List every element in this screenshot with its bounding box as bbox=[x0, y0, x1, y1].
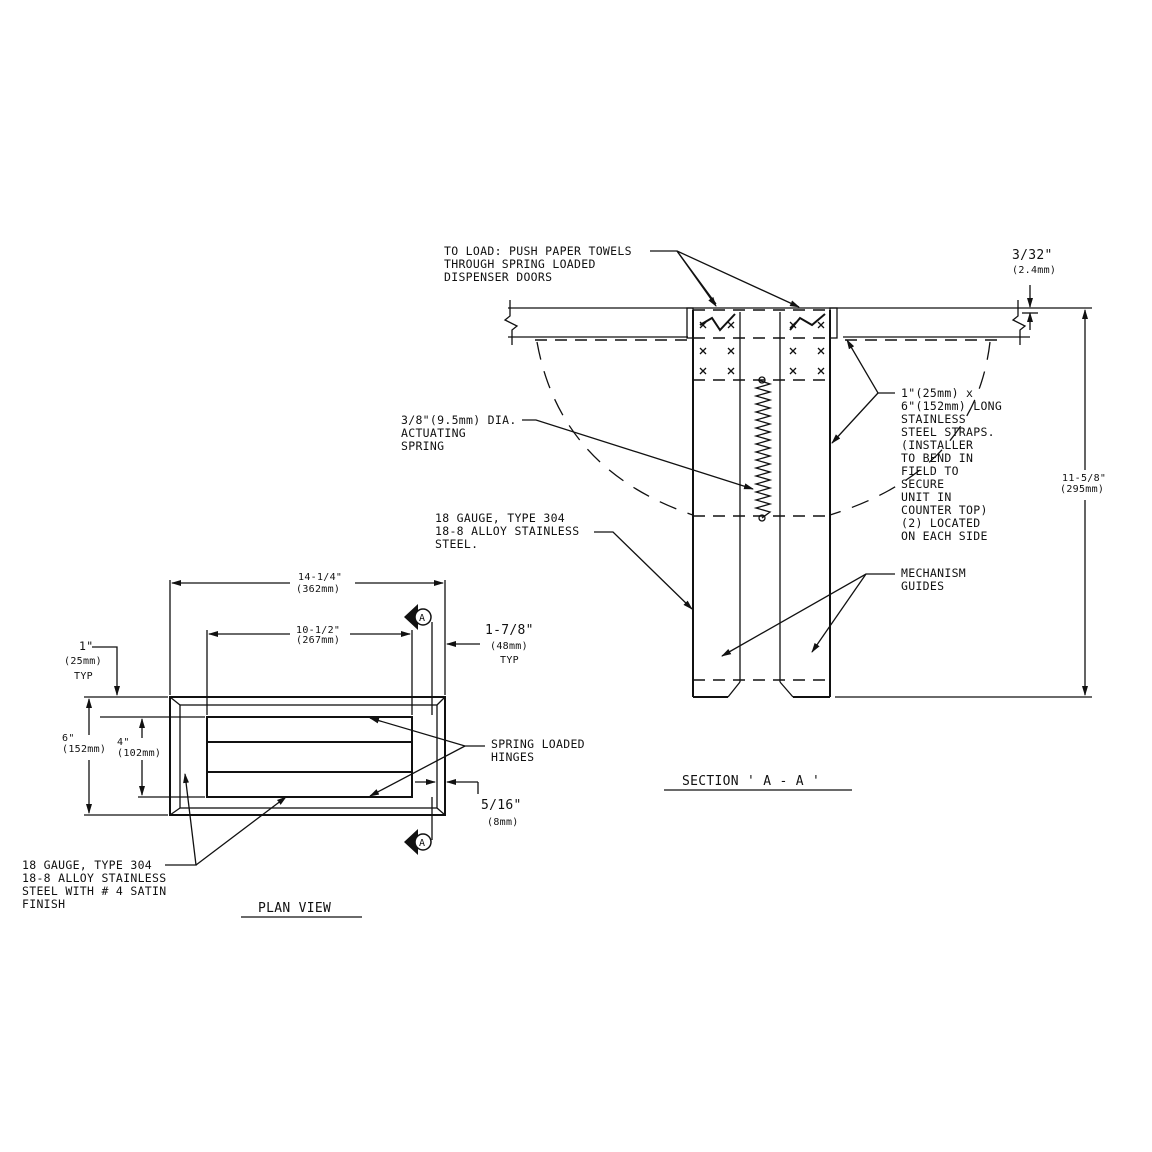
svg-text:STEEL STRAPS.: STEEL STRAPS. bbox=[901, 425, 995, 439]
side-dim-mm: (48mm) bbox=[490, 641, 528, 652]
plan-material-line-3: STEEL WITH # 4 SATIN bbox=[22, 884, 166, 898]
hinges-note-line-1: SPRING LOADED bbox=[491, 737, 585, 751]
actuating-spring bbox=[753, 379, 773, 519]
edge-dim-mm: (8mm) bbox=[487, 817, 519, 828]
section-material-line-3: STEEL. bbox=[435, 537, 478, 551]
plan-height-inch: 6" bbox=[62, 733, 75, 744]
height-dim-mm: (295mm) bbox=[1060, 484, 1104, 495]
section-cut-marker-bottom: A bbox=[404, 797, 433, 855]
plan-material-line-4: FINISH bbox=[22, 897, 65, 911]
load-note-line-1: TO LOAD: PUSH PAPER TOWELS bbox=[444, 244, 632, 258]
fill-hatch bbox=[699, 321, 825, 375]
svg-text:UNIT IN: UNIT IN bbox=[901, 490, 952, 504]
plan-opening-width-mm: (267mm) bbox=[296, 635, 340, 646]
svg-text:A: A bbox=[419, 838, 425, 849]
plan-opening bbox=[206, 716, 413, 798]
spring-note-line-1: 3/8"(9.5mm) DIA. bbox=[401, 413, 517, 427]
guides-note-line-2: GUIDES bbox=[901, 579, 944, 593]
door-swing-arc-right bbox=[829, 341, 991, 516]
door-swing-arc-left bbox=[536, 341, 694, 516]
counter-top bbox=[503, 300, 1030, 345]
svg-text:1"(25mm) x: 1"(25mm) x bbox=[901, 386, 973, 400]
svg-text:ON EACH SIDE: ON EACH SIDE bbox=[901, 529, 988, 543]
plan-width-inch: 14-1/4" bbox=[298, 572, 342, 583]
flange-dim-typ: TYP bbox=[74, 671, 93, 682]
section-material-line-1: 18 GAUGE, TYPE 304 bbox=[435, 511, 565, 525]
section-cut-marker-top: A bbox=[404, 604, 433, 715]
spring-note-line-2: ACTUATING bbox=[401, 426, 466, 440]
flange-dim-mm: (25mm) bbox=[64, 656, 102, 667]
load-leader bbox=[650, 250, 799, 307]
svg-text:SECURE: SECURE bbox=[901, 477, 944, 491]
svg-text:TO BEND IN: TO BEND IN bbox=[901, 451, 973, 465]
plan-material-line-1: 18 GAUGE, TYPE 304 bbox=[22, 858, 152, 872]
plan-opening-height-inch: 4" bbox=[117, 737, 130, 748]
plan-material-line-2: 18-8 ALLOY STAINLESS bbox=[22, 871, 166, 885]
dispenser-body bbox=[692, 309, 831, 698]
gap-dim-inch: 3/32" bbox=[1012, 248, 1053, 263]
svg-text:(2) LOCATED: (2) LOCATED bbox=[901, 516, 980, 530]
section-view: TO LOAD: PUSH PAPER TOWELS THROUGH SPRIN… bbox=[401, 244, 1106, 791]
svg-text:STAINLESS: STAINLESS bbox=[901, 412, 966, 426]
plan-opening-height-mm: (102mm) bbox=[117, 748, 161, 759]
side-dim-inch: 1-7/8" bbox=[485, 623, 534, 638]
guides-note-line-1: MECHANISM bbox=[901, 566, 966, 580]
flange-dim-inch: 1" bbox=[79, 639, 93, 653]
load-note-line-3: DISPENSER DOORS bbox=[444, 270, 552, 284]
height-dim-inch: 11-5/8" bbox=[1062, 473, 1106, 484]
gap-dim-mm: (2.4mm) bbox=[1012, 265, 1056, 276]
svg-text:(INSTALLER: (INSTALLER bbox=[901, 438, 973, 452]
svg-text:COUNTER TOP): COUNTER TOP) bbox=[901, 503, 988, 517]
plan-title: PLAN VIEW bbox=[258, 901, 331, 916]
section-title: SECTION ' A - A ' bbox=[682, 774, 820, 789]
plan-width-mm: (362mm) bbox=[296, 584, 340, 595]
plan-opening-width-inch: 10-1/2" bbox=[296, 625, 340, 636]
hinges-note-line-2: HINGES bbox=[491, 750, 534, 764]
section-material-line-2: 18-8 ALLOY STAINLESS bbox=[435, 524, 579, 538]
edge-dim-inch: 5/16" bbox=[481, 798, 522, 813]
plan-view: 14-1/4" (362mm) 10-1/2" (267mm) 1" (25mm… bbox=[22, 572, 585, 918]
side-dim-typ: TYP bbox=[500, 655, 519, 666]
svg-text:6"(152mm) LONG: 6"(152mm) LONG bbox=[901, 399, 1002, 413]
svg-text:A: A bbox=[419, 613, 425, 624]
plan-height-mm: (152mm) bbox=[62, 744, 106, 755]
svg-text:FIELD TO: FIELD TO bbox=[901, 464, 959, 478]
spring-note-line-3: SPRING bbox=[401, 439, 444, 453]
load-note-line-2: THROUGH SPRING LOADED bbox=[444, 257, 596, 271]
strap-note: 1"(25mm) x 6"(152mm) LONG STAINLESS STEE… bbox=[901, 386, 1002, 543]
